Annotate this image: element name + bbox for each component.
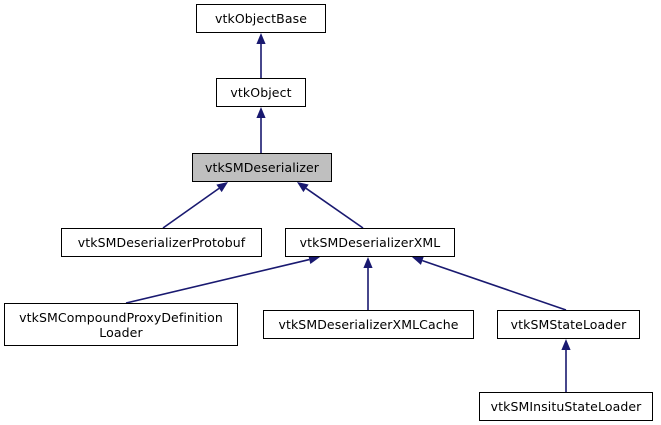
class-node-vtkObject[interactable]: vtkObject	[216, 78, 306, 107]
edge-vtkSMDeserializerXMLCache-to-vtkSMDeserializerXML	[363, 257, 373, 310]
class-node-vtkSMDeserializerXMLCache[interactable]: vtkSMDeserializerXMLCache	[263, 310, 474, 339]
edge-vtkSMDeserializer-to-vtkObject	[256, 107, 266, 153]
class-node-vtkSMDeserializerProtobuf[interactable]: vtkSMDeserializerProtobuf	[61, 228, 262, 257]
edge-vtkObject-to-vtkObjectBase	[256, 33, 266, 78]
class-node-vtkObjectBase[interactable]: vtkObjectBase	[196, 4, 326, 33]
class-node-vtkSMDeserializer[interactable]: vtkSMDeserializer	[192, 153, 332, 182]
edge-vtkSMCompoundProxyDefinitionLoader-to-vtkSMDeserializerXML	[125, 255, 320, 304]
class-node-vtkSMInsituStateLoader[interactable]: vtkSMInsituStateLoader	[479, 392, 653, 421]
class-node-vtkSMCompoundProxyDefinitionLoader[interactable]: vtkSMCompoundProxyDefinition Loader	[4, 303, 238, 346]
class-node-vtkSMStateLoader[interactable]: vtkSMStateLoader	[497, 310, 640, 339]
edge-vtkSMStateLoader-to-vtkSMDeserializerXML	[412, 256, 567, 311]
edge-vtkSMDeserializerXML-to-vtkSMDeserializer	[297, 182, 364, 229]
edge-vtkSMInsituStateLoader-to-vtkSMStateLoader	[561, 339, 571, 392]
edge-vtkSMDeserializerProtobuf-to-vtkSMDeserializer	[162, 182, 228, 229]
class-node-vtkSMDeserializerXML[interactable]: vtkSMDeserializerXML	[285, 228, 455, 257]
